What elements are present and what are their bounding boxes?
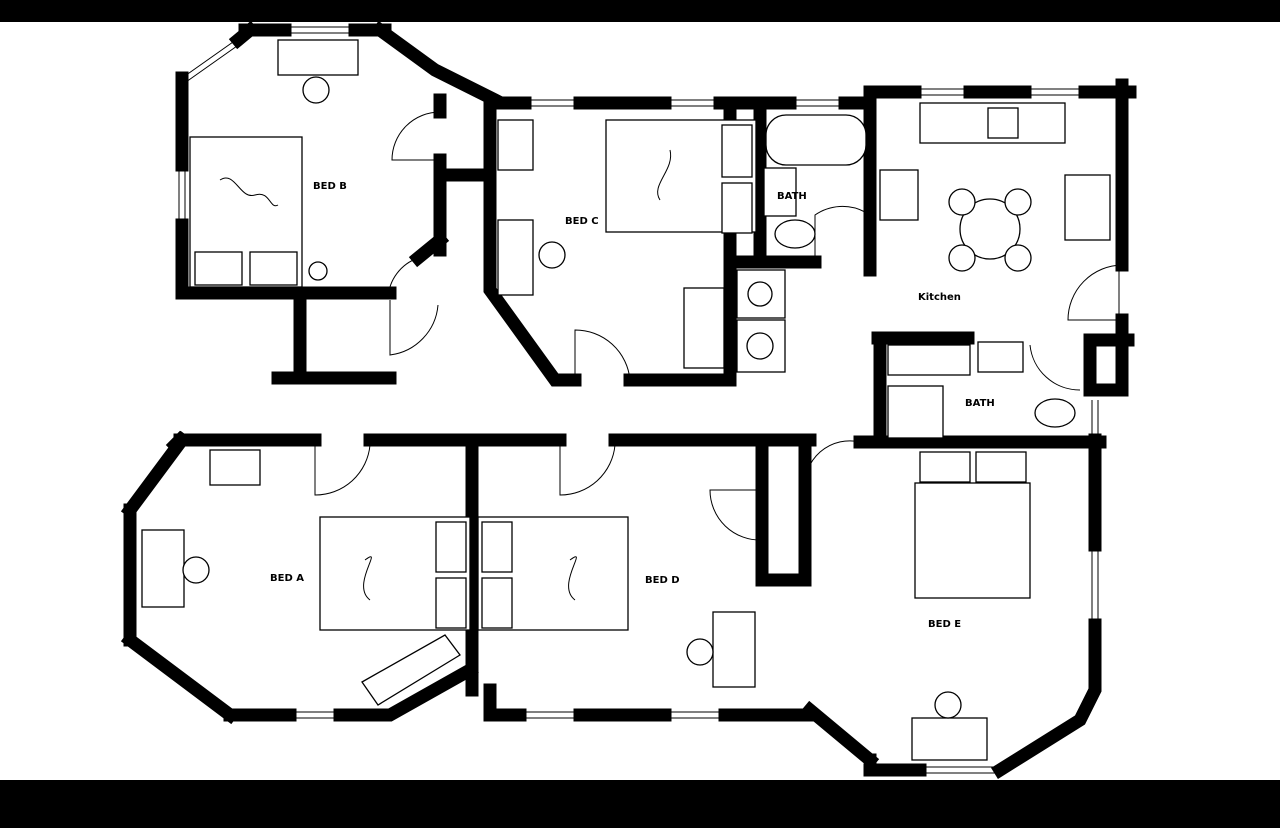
label-kitchen: Kitchen bbox=[918, 292, 961, 303]
furniture bbox=[141, 39, 1111, 761]
pillow-icon bbox=[194, 251, 243, 286]
sink-icon bbox=[977, 341, 1024, 373]
label-bed-c: BED C bbox=[565, 216, 599, 227]
kitchen-sink-icon bbox=[987, 107, 1019, 139]
bed-a-desk bbox=[141, 529, 185, 608]
chair-icon bbox=[686, 638, 714, 666]
shelf-icon bbox=[361, 634, 461, 706]
bed-e-desk bbox=[911, 717, 988, 761]
bed-e-bed bbox=[914, 482, 1031, 599]
label-bed-d: BED D bbox=[645, 575, 680, 586]
room-labels: BED B BED C BATH Kitchen BATH BED A BED … bbox=[270, 181, 995, 630]
label-bed-e: BED E bbox=[928, 619, 961, 630]
dining-table bbox=[959, 198, 1021, 260]
lamp-icon bbox=[308, 261, 328, 281]
sink-icon bbox=[763, 167, 797, 217]
wardrobe-icon bbox=[209, 449, 261, 486]
toilet-icon bbox=[774, 219, 816, 249]
bed-b-desk bbox=[277, 39, 359, 76]
label-bed-b: BED B bbox=[313, 181, 347, 192]
stove-icon bbox=[879, 169, 919, 221]
bed-d-desk bbox=[712, 611, 756, 688]
label-bed-a: BED A bbox=[270, 573, 304, 584]
label-bath-2: BATH bbox=[965, 398, 995, 409]
bed-c-desk bbox=[497, 219, 534, 296]
chair-icon bbox=[302, 76, 330, 104]
bathtub-icon bbox=[765, 114, 867, 166]
doors bbox=[314, 111, 1123, 541]
chair-icon bbox=[538, 241, 566, 269]
pillow-icon bbox=[249, 251, 298, 286]
dryer-icon bbox=[736, 319, 786, 373]
chair-icon bbox=[934, 691, 962, 719]
letterbox-bottom bbox=[0, 780, 1280, 828]
letterbox-top bbox=[0, 0, 1280, 22]
fridge-icon bbox=[1064, 174, 1111, 241]
walls bbox=[120, 20, 1137, 779]
chair-icon bbox=[182, 556, 210, 584]
wardrobe-icon bbox=[497, 119, 534, 171]
shower-icon bbox=[887, 385, 944, 439]
label-bath-1: BATH bbox=[777, 191, 807, 202]
toilet-icon bbox=[1034, 398, 1076, 428]
